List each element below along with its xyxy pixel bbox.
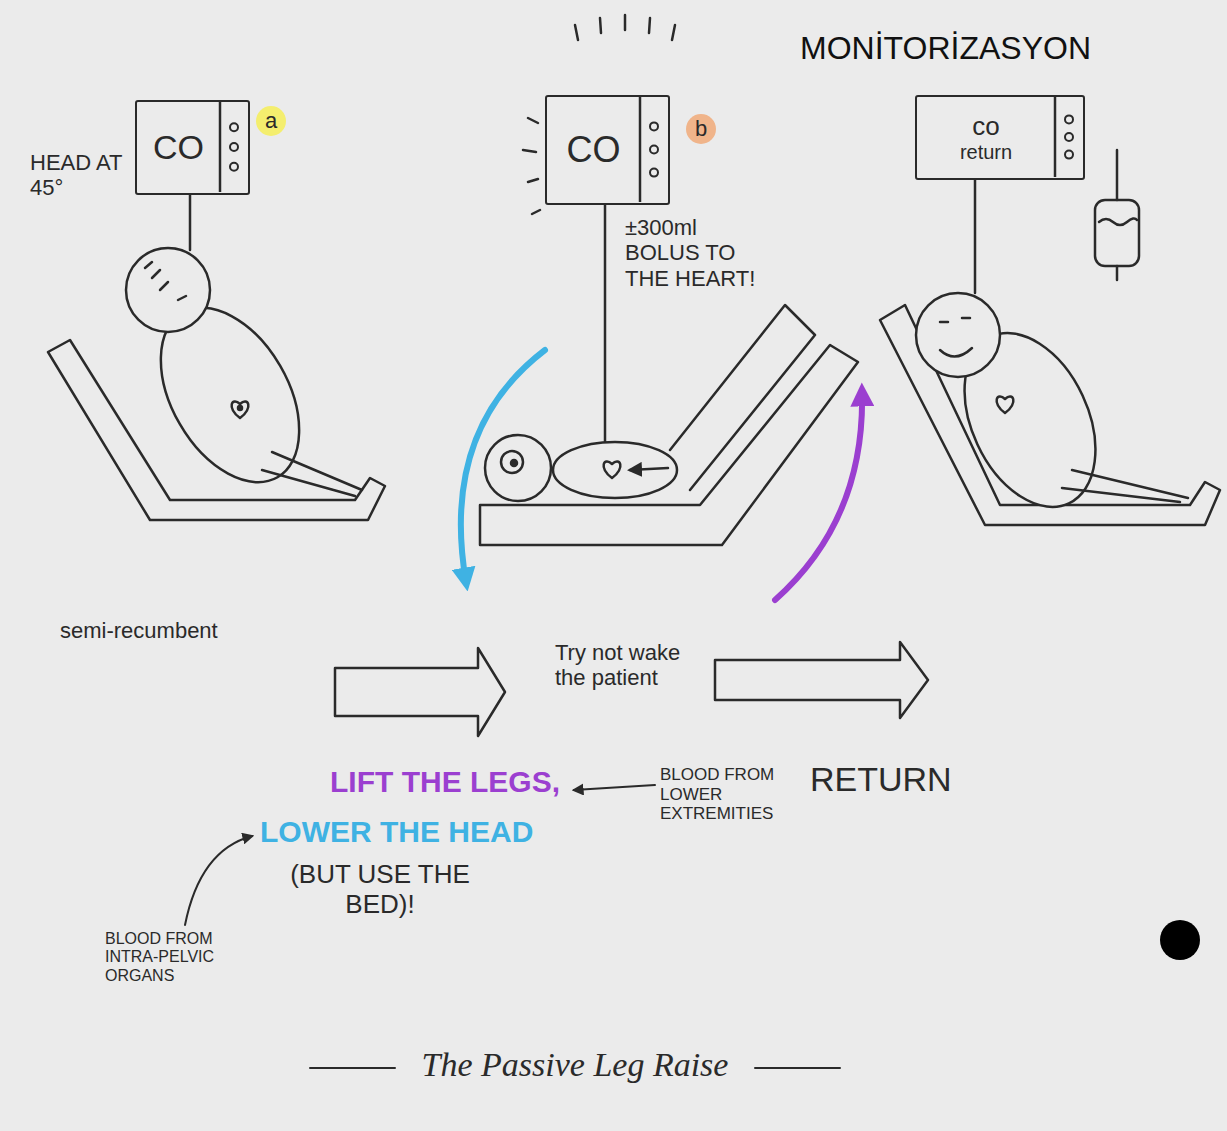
monitor-knob	[650, 169, 658, 177]
leader-line	[574, 785, 655, 790]
monitor-knob	[230, 123, 238, 131]
bolus-arrow	[630, 468, 668, 470]
heart-symbol	[232, 401, 249, 418]
monitor-buttons	[638, 97, 668, 202]
instruction-note: (BUT USE THE BED)!	[265, 860, 495, 920]
monitor-reading: CO	[567, 130, 621, 170]
patient-legs	[1062, 470, 1188, 502]
monitor-cable	[604, 205, 607, 442]
heart-symbol	[604, 461, 621, 478]
monitor-buttons	[1053, 97, 1083, 177]
panel-divider	[219, 102, 222, 192]
face-marks	[145, 262, 186, 300]
heart-symbol	[997, 396, 1014, 413]
leader-line	[185, 836, 252, 925]
monitor-knob	[230, 143, 238, 151]
caption: The Passive Leg Raise	[375, 1045, 775, 1084]
patient-head	[916, 293, 1000, 377]
instruction-heading: LOWER THE HEAD	[260, 815, 533, 850]
monitor-reading: return	[960, 141, 1012, 163]
step-marker: a	[256, 106, 286, 136]
monitor-cable	[189, 195, 192, 250]
step-arrow	[715, 642, 928, 718]
iv-bag	[1095, 200, 1139, 266]
iv-fluid	[1099, 218, 1137, 225]
ink-drawing	[48, 15, 1220, 1068]
monitor-knob	[1065, 115, 1073, 123]
monitor-reading: co	[972, 112, 999, 141]
monitor-box: coreturn	[915, 95, 1085, 180]
patient-head	[485, 435, 551, 501]
smiling-face	[940, 318, 972, 357]
monitor-box: CO	[135, 100, 250, 195]
patient-legs	[262, 452, 362, 496]
monitor-buttons	[218, 102, 248, 192]
bolus-note: ±300ml BOLUS TO THE HEART!	[625, 215, 775, 291]
step-marker: b	[686, 114, 716, 144]
patient-head	[126, 248, 210, 332]
head-down-arrow	[461, 350, 545, 582]
monitor-knob	[230, 163, 238, 171]
iv-outlet	[1116, 266, 1119, 280]
monitor-knob	[1065, 151, 1073, 159]
page-title: MONİTORİZASYON	[800, 30, 1091, 67]
blood-note: BLOOD FROM INTRA-PELVIC ORGANS	[105, 930, 245, 985]
monitor-knob	[650, 146, 658, 154]
position-note: semi-recumbent	[60, 618, 218, 643]
angle-note: HEAD AT 45°	[30, 150, 135, 201]
step-label: RETURN	[810, 760, 952, 799]
patient-body	[553, 442, 677, 498]
patient-eye	[501, 451, 523, 473]
iv-stand	[1116, 150, 1119, 200]
monitor-cable	[974, 180, 977, 293]
blood-note: BLOOD FROM LOWER EXTREMITIES	[660, 765, 795, 824]
monitor-reading: CO	[153, 129, 204, 166]
monitor-box: CO	[545, 95, 670, 205]
legs-up-arrow	[775, 392, 862, 600]
patient-legs	[670, 305, 815, 490]
instruction-note: Try not wake the patient	[555, 640, 700, 691]
monitor-knob	[1065, 133, 1073, 141]
eye-pupil	[511, 460, 517, 466]
bed	[480, 345, 858, 545]
black-dot	[1160, 920, 1200, 960]
instruction-heading: LIFT THE LEGS,	[330, 765, 560, 800]
monitor-knob	[650, 122, 658, 130]
heart-dot	[238, 406, 242, 410]
alert-rays	[523, 15, 675, 214]
panel-divider	[1054, 97, 1057, 177]
step-arrow	[335, 648, 505, 736]
panel-divider	[639, 97, 642, 202]
